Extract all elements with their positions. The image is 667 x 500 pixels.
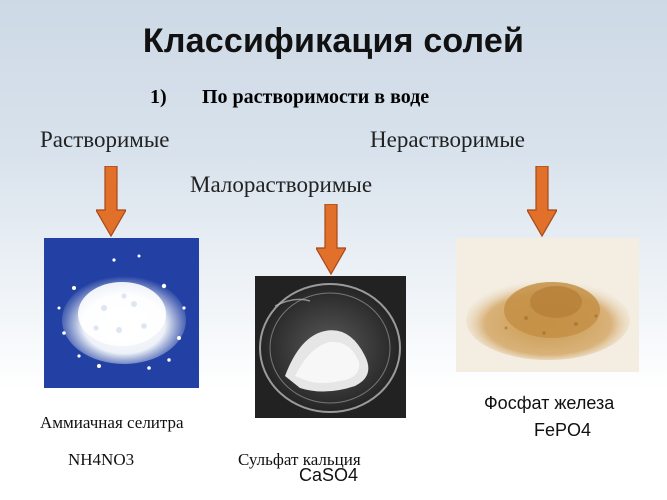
example-insoluble-formula: FePO4 bbox=[534, 420, 592, 440]
example-slightly-soluble-formula: CaSO4 bbox=[299, 465, 359, 485]
ammonium-nitrate-photo bbox=[44, 238, 199, 388]
category-slightly-soluble: Малорастворимые bbox=[190, 172, 373, 197]
example-soluble-formula: NH4NO3 bbox=[68, 450, 135, 469]
example-insoluble-name: Фосфат железа bbox=[484, 393, 615, 413]
subtitle-number: 1) bbox=[150, 86, 167, 108]
category-insoluble: Нерастворимые bbox=[370, 127, 526, 152]
subtitle-text: По растворимости в воде bbox=[202, 86, 430, 108]
slide-subtitle: 1) По растворимости в воде bbox=[150, 86, 429, 109]
down-arrow-icon bbox=[96, 166, 126, 238]
calcium-sulfate-photo bbox=[255, 276, 406, 418]
down-arrow-icon bbox=[527, 166, 557, 238]
down-arrow-icon bbox=[316, 204, 346, 276]
example-soluble-name: Аммиачная селитра bbox=[40, 413, 184, 432]
slide-title: Классификация солей bbox=[142, 22, 525, 60]
example-slightly-soluble-name: Сульфат кальция bbox=[238, 450, 361, 469]
category-soluble: Растворимые bbox=[40, 127, 170, 152]
iron-phosphate-photo bbox=[456, 238, 639, 372]
